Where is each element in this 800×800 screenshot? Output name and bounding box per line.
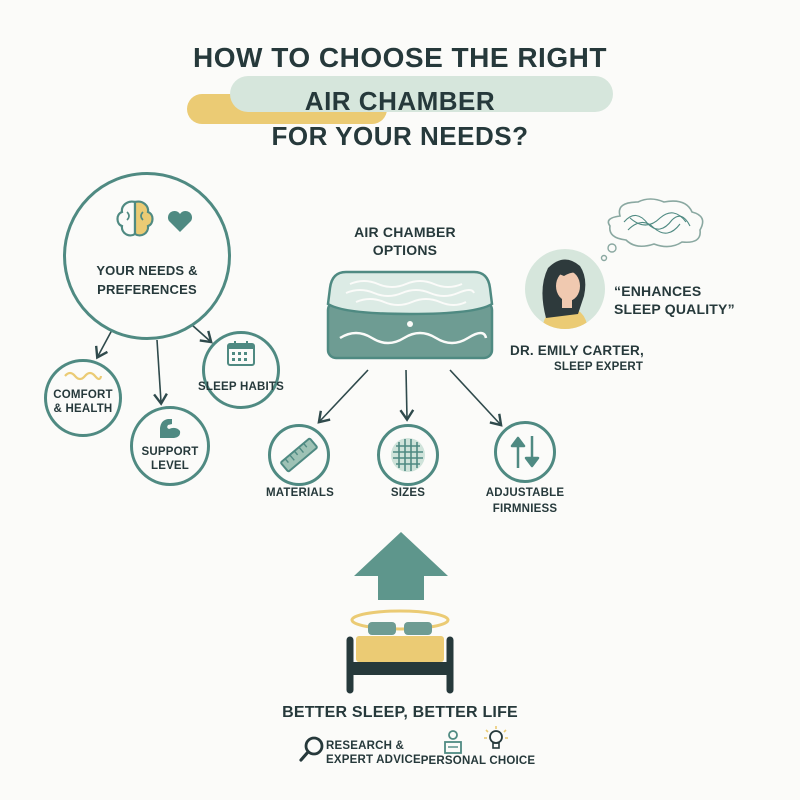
adjustable-firmness-label: ADJUSTABLE FIRMNIESS	[465, 486, 585, 516]
person-podium-icon	[444, 730, 462, 754]
comfort-health-circle	[44, 359, 122, 437]
title-line-3: FOR YOUR NEEDS?	[271, 121, 529, 151]
materials-label-line-1: MATERIALS	[265, 487, 335, 499]
support-level-label: SUPPORT LEVEL	[130, 445, 210, 473]
flexed-arm-icon	[160, 419, 181, 438]
options-arrows	[317, 369, 503, 427]
expert-role: SLEEP EXPERT	[554, 361, 644, 373]
expert-avatar	[525, 249, 605, 329]
research-label: RESEARCH & EXPERT ADVICE	[326, 739, 426, 767]
air-chamber-mattress-illustration	[326, 270, 494, 360]
comfort-label-line-2: & HEALTH	[53, 403, 113, 415]
needs-circle	[63, 172, 231, 340]
needs-label-line-1: YOUR NEEDS &	[96, 263, 198, 278]
firmness-label-line-1: ADJUSTABLE	[485, 487, 565, 499]
bed-icon	[346, 609, 454, 694]
personal-choice-label: PERSONAL CHOICE	[420, 755, 536, 767]
quote-line-1: “ENHANCES	[614, 283, 702, 299]
calendar-icon	[227, 341, 255, 366]
comfort-label-line-1: COMFORT	[53, 389, 113, 401]
adjustable-firmness-circle	[494, 421, 556, 483]
sleep-habits-label: SLEEP HABITS	[198, 380, 284, 394]
options-heading-line-1: AIR CHAMBER	[354, 224, 456, 240]
title-line-1: HOW TO CHOOSE THE RIGHT	[193, 42, 607, 73]
firmness-label-line-2: FIRMNIESS	[492, 503, 558, 515]
grid-icon	[391, 438, 425, 472]
expert-quote: “ENHANCES SLEEP QUALITY”	[614, 282, 754, 318]
sizes-label-line-1: SIZES	[390, 487, 426, 499]
magnifier-icon	[299, 736, 324, 762]
sizes-label: SIZES	[358, 486, 458, 500]
support-label-line-2: LEVEL	[150, 460, 190, 472]
options-heading-line-2: OPTIONS	[372, 242, 438, 258]
options-heading: AIR CHAMBER OPTIONS	[330, 223, 480, 259]
expert-name: DR. EMILY CARTER,	[510, 343, 644, 358]
brain-heart-icon	[116, 200, 193, 237]
research-line-1: RESEARCH &	[326, 740, 405, 752]
comfort-health-label: COMFORT & HEALTH	[44, 388, 122, 416]
title-highlight-green	[230, 76, 613, 112]
sleep-habits-label-line-1: SLEEP HABITS	[198, 381, 284, 393]
title-line-2: AIR CHAMBER	[304, 86, 496, 116]
footer-slogan: BETTER SLEEP, BETTER LIFE	[282, 704, 518, 721]
research-line-2: EXPERT ADVICE	[326, 754, 421, 766]
thought-bubble-icon	[600, 198, 704, 262]
materials-label: MATERIALS	[250, 486, 350, 500]
needs-label: YOUR NEEDS & PREFERENCES	[78, 263, 216, 298]
sleep-habits-circle	[202, 331, 280, 409]
quote-line-2: SLEEP QUALITY”	[614, 301, 735, 317]
lightbulb-icon	[484, 726, 508, 749]
ruler-icon	[280, 437, 318, 473]
up-down-arrows-icon	[510, 436, 540, 468]
big-up-arrow-icon	[354, 532, 448, 600]
support-label-line-1: SUPPORT	[141, 446, 199, 458]
needs-label-line-2: PREFERENCES	[97, 282, 197, 297]
needs-arrows	[94, 324, 213, 406]
wave-icon	[64, 371, 103, 381]
